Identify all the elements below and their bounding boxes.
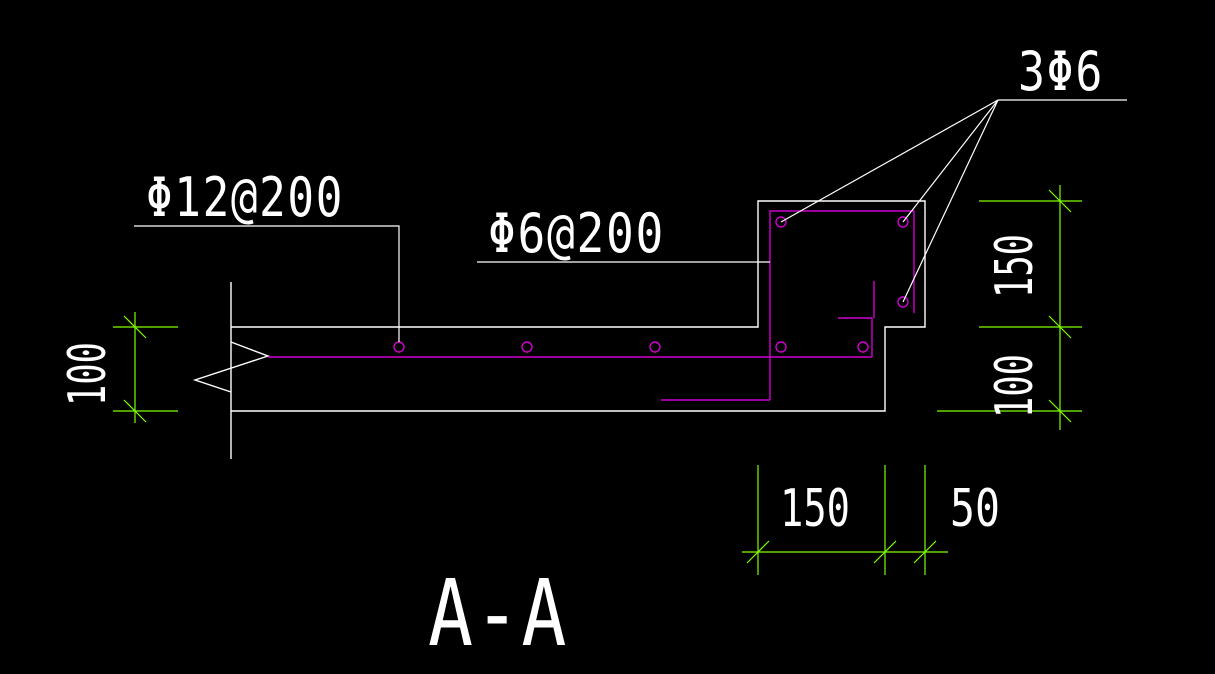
corner-bar-spec-label: 3Φ6 [1018,40,1104,103]
rebar-dot [897,216,909,228]
dimension-lines [113,185,1082,575]
dim-right-tick-mid [1048,315,1072,339]
dim-bottom-tick-right [913,540,937,564]
leader-lines [134,99,1127,342]
stirrup-spec-label: Φ6@200 [488,202,665,265]
section-title: A-A [428,560,568,667]
rebar-dot [857,341,869,353]
rebar-dot [775,216,787,228]
top-bar-spec-label: Φ12@200 [146,166,344,229]
rebar-dot [521,341,533,353]
dim-bottom-tick-mid [873,540,897,564]
rebar-dots [393,216,909,353]
dim-beam-width-text: 150 [780,479,850,539]
rebar-dot [649,341,661,353]
rebar-dot [897,296,909,308]
stirrup [769,210,915,400]
dim-left-tick-top [123,315,147,339]
slab-top-edge [231,200,926,412]
leader-top-bar [134,225,400,342]
slab-bar-return [838,317,873,357]
dim-beam-upper-text: 150 [985,234,1045,298]
leader-corner-1 [780,99,999,223]
dim-beam-lower-text: 100 [985,354,1045,418]
leader-corner-3 [902,99,999,303]
dim-left-tick-bottom [123,399,147,423]
rebar-dot [393,341,405,353]
leader-corner-2 [902,99,999,223]
rebar-dot [775,341,787,353]
rebar-group [268,210,915,401]
dim-right-tick-top [1048,189,1072,213]
break-line-zigzag [192,341,271,393]
dim-right-tick-bottom [1048,399,1072,423]
dim-bottom-tick-left [746,540,770,564]
dim-beam-projection-text: 50 [950,479,1000,539]
dim-slab-thickness-text: 100 [58,342,118,406]
concrete-outline [192,200,926,459]
